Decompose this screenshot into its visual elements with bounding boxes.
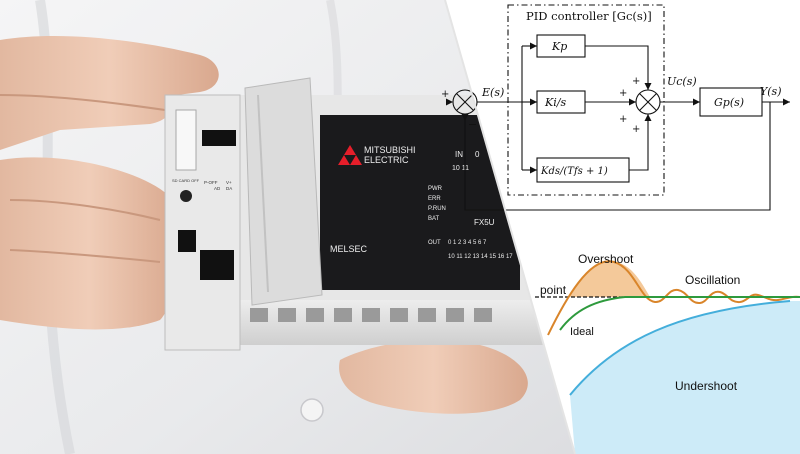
undershoot-label: Undershoot — [675, 379, 738, 393]
kd-label: Kds/(Tfs + 1) — [540, 166, 608, 177]
brand-line1: MITSUBISHI — [364, 145, 416, 155]
sign-sum-i-right: + — [619, 114, 627, 125]
feedback-path — [464, 102, 771, 211]
terminal-block-bottom — [200, 250, 234, 280]
sign-sum-i-left: + — [619, 88, 627, 99]
terminal-block-top — [202, 130, 236, 146]
kp-label: Kp — [551, 40, 567, 53]
sign-input-plus: + — [441, 89, 449, 100]
io-out-bottom: 10 11 12 13 14 15 16 17 — [448, 254, 513, 260]
ideal-curve — [559, 296, 800, 331]
model-right: FX5U — [474, 218, 495, 227]
response-chart: Overshoot Oscillation point Ideal Unders… — [535, 252, 800, 454]
input-symbol: E(s) — [481, 86, 504, 99]
plc-display-panel — [320, 115, 520, 290]
oscillation-label: Oscillation — [685, 273, 740, 287]
plc-terminal-strip — [230, 300, 560, 345]
small-label-ad: AD — [214, 186, 221, 191]
small-label-da: DA — [226, 186, 232, 191]
status-light-bat: BAT — [428, 216, 440, 222]
sd-card-label: SD CARD OFF — [172, 178, 200, 183]
sign-sum-p: + — [632, 76, 640, 87]
shirt-button-icon — [300, 398, 324, 422]
sign-sum-d: + — [632, 124, 640, 135]
small-label-vplus: V+ — [226, 180, 232, 185]
overshoot-label: Overshoot — [578, 252, 634, 266]
overshoot-curve — [547, 260, 800, 336]
hand-icon — [0, 35, 219, 150]
pid-arrowheads — [446, 42, 790, 174]
io-in-label: IN — [455, 150, 463, 159]
brand-line2: ELECTRIC — [364, 155, 409, 165]
small-label-poff: P-OFF — [204, 180, 218, 185]
pid-controller-box — [507, 4, 665, 196]
ki-label: Ki/s — [544, 96, 566, 109]
photo-divider — [444, 0, 576, 454]
final-output-symbol: Y(s) — [760, 85, 782, 98]
mitsubishi-logo-icon — [338, 145, 362, 165]
dip-switch-icon — [178, 230, 196, 252]
io-in-bottom: 10 11 — [452, 165, 469, 172]
undershoot-fill — [570, 301, 800, 454]
io-out-top: 0 1 2 3 4 5 6 7 — [448, 240, 487, 246]
sd-switch-icon — [180, 190, 192, 202]
terminal-screws — [250, 308, 492, 322]
status-light-err: ERR — [428, 196, 441, 202]
undershoot-curve — [569, 300, 791, 396]
thumb-icon — [339, 340, 528, 414]
plant-label: Gp(s) — [714, 96, 744, 109]
pid-controller-title: PID controller [Gc(s)] — [526, 9, 652, 23]
ideal-label: Ideal — [570, 326, 594, 338]
sd-card-slot — [175, 109, 197, 171]
output-symbol: Uc(s) — [667, 75, 697, 88]
status-light-prun: P.RUN — [428, 206, 446, 212]
io-in-top: 0 — [475, 150, 480, 159]
setpoint-label: point — [540, 283, 567, 297]
io-out-label: OUT — [428, 240, 441, 246]
status-lights: PWR ERR P.RUN BAT — [428, 186, 446, 222]
model-left: MELSEC — [330, 244, 368, 254]
plc-open-cover — [244, 77, 323, 306]
sign-input-minus: − — [468, 118, 477, 131]
status-light-pwr: PWR — [428, 186, 443, 192]
